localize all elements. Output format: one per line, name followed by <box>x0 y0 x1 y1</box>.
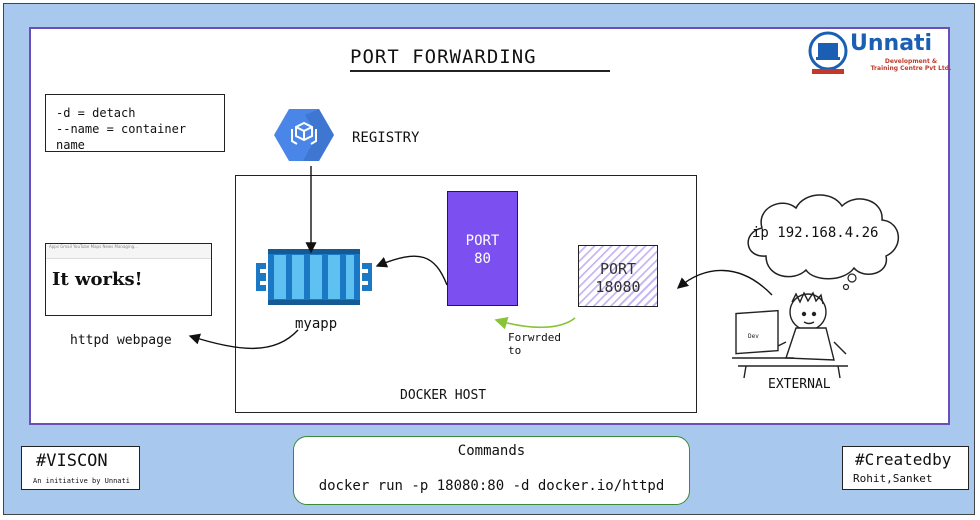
logo-subtitle: Development & Training Centre Pvt Ltd. <box>866 58 956 72</box>
port-18080-title: PORT <box>599 260 637 278</box>
legend-name: --name = container name <box>56 122 187 152</box>
commands-box: Commands docker run -p 18080:80 -d docke… <box>293 436 690 505</box>
creator-names: Rohit,Sanket <box>853 472 933 485</box>
viscon-subtitle: An initiative by Unnati <box>33 477 130 485</box>
legend-box: -d = detach --name = container name <box>45 94 225 152</box>
docker-container-icon <box>256 249 372 305</box>
container-name-label: myapp <box>295 316 338 332</box>
unnati-logo-icon <box>808 31 848 74</box>
webpage-caption: httpd webpage <box>70 333 172 348</box>
logo-subtitle-line1: Development & <box>884 58 938 65</box>
createdby-tag-box: #Createdby Rohit,Sanket <box>842 446 969 490</box>
createdby-hashtag: #Createdby <box>855 450 952 469</box>
browser-webpage-screenshot: Apps Gmail YouTube Maps News Managing...… <box>45 243 212 316</box>
port-18080-number: 18080 <box>595 278 641 296</box>
unnati-logo: Unnati Development & Training Centre Pvt… <box>808 31 951 77</box>
container-registry-icon <box>274 109 334 161</box>
person-with-laptop-icon: Dev <box>732 291 848 379</box>
webpage-message: It works! <box>52 269 143 290</box>
browser-bookmarks-bar: Apps Gmail YouTube Maps News Managing... <box>46 244 211 259</box>
title-underline <box>350 70 610 72</box>
viscon-hashtag: #VISCON <box>36 451 108 471</box>
port-18080-box: PORT 18080 <box>578 245 658 307</box>
port-80-box: PORT 80 <box>447 191 518 306</box>
external-label: EXTERNAL <box>768 377 831 392</box>
docker-run-command: docker run -p 18080:80 -d docker.io/http… <box>318 478 665 494</box>
viscon-tag-box: #VISCON An initiative by Unnati <box>21 446 140 490</box>
port-80-number: 80 <box>474 251 491 267</box>
thought-cloud-icon <box>747 194 900 291</box>
forwarded-to: to <box>508 344 522 357</box>
commands-heading: Commands <box>457 443 526 459</box>
forwarded-word: Forwrded <box>508 331 561 344</box>
diagram-title: PORT FORWARDING <box>350 46 537 68</box>
registry-label: REGISTRY <box>352 130 420 146</box>
svg-text:Dev: Dev <box>748 333 759 340</box>
docker-host-label: DOCKER HOST <box>400 388 487 403</box>
forwarded-label: Forwrded to <box>508 331 578 357</box>
legend-detach: -d = detach <box>56 106 136 120</box>
logo-brand-name: Unnati <box>850 31 933 56</box>
thought-ip-text: ip 192.168.4.26 <box>752 225 879 241</box>
logo-subtitle-line2: Training Centre Pvt Ltd. <box>870 65 952 72</box>
port-80-title: PORT <box>465 233 500 249</box>
